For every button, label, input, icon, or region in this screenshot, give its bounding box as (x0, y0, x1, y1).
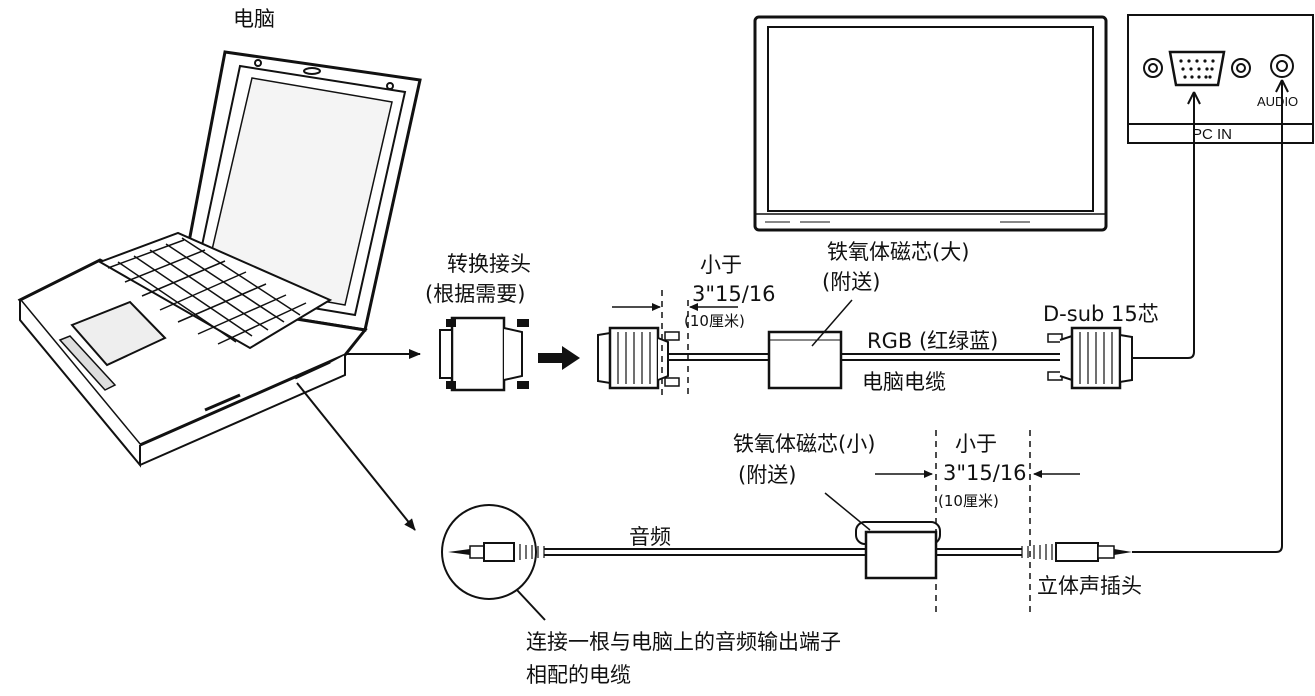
pc-cable-label: 电脑电缆 (862, 370, 946, 394)
panel-pcin-label: PC IN (1192, 126, 1233, 143)
audio-note-line2: 相配的电缆 (526, 663, 631, 687)
dsub-label: D-sub 15芯 (1043, 302, 1159, 326)
ferrite-small-label: 铁氧体磁芯(小) (733, 432, 876, 456)
distance-cm-top: (10厘米) (684, 312, 745, 330)
distance-inch-bottom: 3"15/16 (943, 461, 1027, 485)
distance-label-bottom: 小于 (955, 432, 997, 456)
audio-note-line1: 连接一根与电脑上的音频输出端子 (526, 630, 841, 654)
audio-label: 音频 (629, 525, 671, 549)
audio-cable-path (296, 79, 1289, 621)
ferrite-large-note: (附送) (822, 270, 881, 294)
computer-label: 电脑 (233, 7, 275, 31)
stereo-plug-label: 立体声插头 (1037, 574, 1142, 598)
rgb-label: RGB (红绿蓝) (867, 329, 999, 353)
ferrite-small-note: (附送) (738, 463, 797, 487)
panel-audio-label: AUDIO (1257, 94, 1299, 109)
ferrite-large-label: 铁氧体磁芯(大) (827, 240, 970, 264)
rgb-cable-path (347, 91, 1201, 395)
distance-inch-top: 3"15/16 (692, 282, 776, 306)
distance-cm-bottom: (10厘米) (938, 492, 999, 510)
adapter-label: 转换接头 (447, 252, 531, 276)
adapter-note: (根据需要) (425, 282, 526, 306)
distance-label-top: 小于 (700, 253, 742, 277)
display-illustration (753, 15, 1108, 232)
pc-in-panel (1127, 14, 1314, 144)
laptop-illustration (17, 50, 422, 468)
